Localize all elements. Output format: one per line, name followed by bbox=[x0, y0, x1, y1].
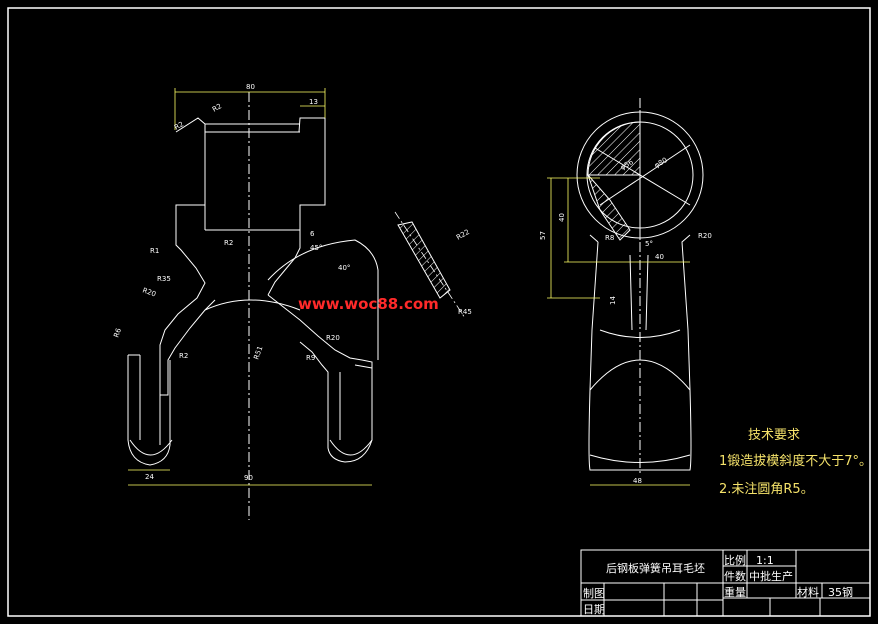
shank-arch bbox=[589, 359, 691, 391]
dim-r20-right: R20 bbox=[326, 334, 340, 342]
dim-r8: R8 bbox=[605, 234, 614, 242]
tb-weight-label: 重量 bbox=[724, 585, 746, 599]
dim-r51: R51 bbox=[252, 345, 264, 361]
tb-scale-value: 1:1 bbox=[756, 554, 774, 567]
front-fork-left bbox=[127, 354, 171, 466]
front-view bbox=[127, 92, 379, 520]
tb-date-label: 日期 bbox=[583, 603, 605, 616]
dim-six: 6 bbox=[310, 230, 315, 238]
dim-r45: R45 bbox=[458, 308, 472, 316]
tech-req-item2: 2.未注圆角R5。 bbox=[719, 482, 814, 497]
dim-w14: 14 bbox=[609, 296, 617, 305]
dim-bottom-48: 48 bbox=[633, 477, 642, 485]
dim-r9: R9 bbox=[306, 354, 315, 362]
tb-material-label: 材料 bbox=[797, 585, 819, 599]
dim-deg45: 45° bbox=[310, 244, 322, 252]
dim-bottom-24: 24 bbox=[145, 473, 154, 481]
drawing-border bbox=[7, 7, 871, 617]
front-outline-right bbox=[267, 117, 326, 296]
side-dimensions bbox=[547, 177, 690, 486]
dim-top-width: 80 bbox=[246, 83, 255, 91]
dim-r2-mid: R2 bbox=[224, 239, 233, 247]
dim-r1: R1 bbox=[150, 247, 159, 255]
dim-bottom-90: 90 bbox=[244, 474, 253, 482]
dim-r20-side: R20 bbox=[698, 232, 712, 240]
dim-top-right: 13 bbox=[309, 98, 318, 106]
front-outline-left bbox=[159, 117, 216, 396]
dim-r22: R22 bbox=[455, 228, 471, 242]
front-inner-arch bbox=[204, 299, 301, 311]
tb-qty-label: 件数 bbox=[724, 570, 746, 583]
front-fork-right bbox=[267, 294, 373, 463]
dim-deg40: 40° bbox=[338, 264, 350, 272]
dim-r2-top: R2 bbox=[211, 102, 223, 114]
dim-w40: 40 bbox=[655, 253, 664, 261]
tech-requirements: 技术要求 1锻造拔模斜度不大于7°。 2.未注圆角R5。 bbox=[719, 428, 872, 497]
front-arc-r51 bbox=[267, 239, 379, 360]
dim-r2-low: R2 bbox=[179, 352, 188, 360]
dim-deg5: 5° bbox=[645, 240, 653, 248]
dim-r35: R35 bbox=[157, 275, 171, 283]
front-section-hatch bbox=[394, 211, 466, 319]
tb-part-name: 后钢板弹簧吊耳毛坯 bbox=[606, 561, 705, 575]
dim-r2-left: R2 bbox=[173, 120, 185, 132]
dim-h40: 40 bbox=[558, 213, 566, 222]
front-dimensions bbox=[128, 88, 372, 486]
tb-material-value: 35钢 bbox=[828, 586, 853, 599]
watermark: www.woc88.com bbox=[298, 295, 439, 313]
tb-qty-value: 中批生产 bbox=[749, 569, 793, 583]
section-hatch-left bbox=[397, 221, 451, 299]
dim-phi80: φ80 bbox=[653, 156, 669, 170]
tech-req-title: 技术要求 bbox=[748, 428, 800, 443]
title-block bbox=[580, 549, 871, 617]
dim-r6: R6 bbox=[112, 327, 123, 339]
dim-h57: 57 bbox=[539, 231, 547, 240]
tb-scale-label: 比例 bbox=[724, 553, 746, 567]
dim-r20-left: R20 bbox=[141, 286, 157, 298]
eye-section-hatch bbox=[587, 121, 641, 241]
shank-outline bbox=[588, 234, 692, 471]
tb-drawn-label: 制图 bbox=[583, 587, 605, 600]
side-view bbox=[576, 98, 704, 475]
tech-req-item1: 1锻造拔模斜度不大于7°。 bbox=[719, 453, 872, 469]
